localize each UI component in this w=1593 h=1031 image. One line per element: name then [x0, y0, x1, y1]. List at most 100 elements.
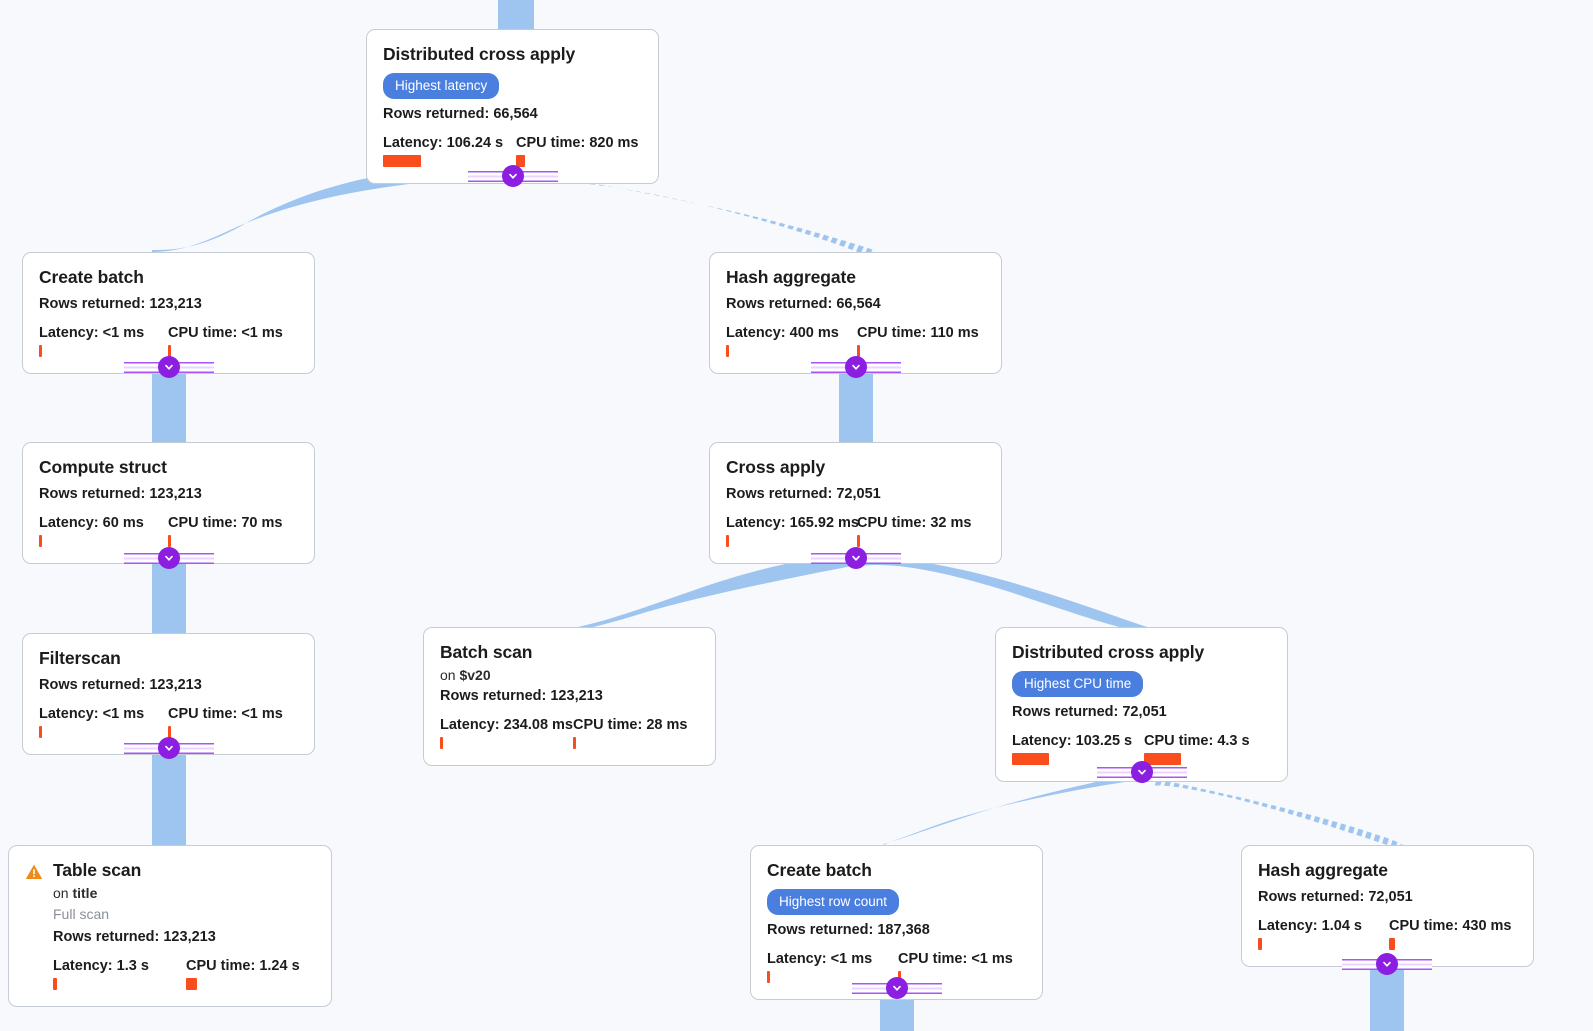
latency-bar: [1012, 753, 1049, 766]
node-metrics: Latency: 60 ms CPU time: 70 ms: [39, 515, 298, 547]
latency-bar: [39, 534, 42, 547]
rows-returned: Rows returned: 123,213: [39, 676, 202, 693]
edge-cross-apply-to-batch-scan: [556, 556, 852, 632]
node-metrics: Latency: 106.24 s CPU time: 820 ms: [383, 135, 642, 168]
rows-returned: Rows returned: 123,213: [39, 485, 202, 502]
toggle-rail-left: [1342, 959, 1378, 970]
plan-node-cross-apply[interactable]: Cross apply Rows returned: 72,051 Latenc…: [709, 442, 1002, 564]
chevron-down-icon[interactable]: [886, 977, 908, 999]
plan-node-table-scan[interactable]: Table scan on title Full scan Rows retur…: [8, 845, 332, 1007]
cpu-bar: [1144, 753, 1181, 766]
plan-node-filterscan[interactable]: Filterscan Rows returned: 123,213 Latenc…: [22, 633, 315, 755]
latency-bar: [39, 344, 42, 357]
toggle-rail-left: [1097, 767, 1133, 778]
node-metrics: Latency: <1 ms CPU time: <1 ms: [39, 325, 298, 357]
toggle-rail-left: [852, 983, 888, 994]
plan-node-create-batch-left[interactable]: Create batch Rows returned: 123,213 Late…: [22, 252, 315, 374]
node-title: Cross apply: [726, 457, 826, 477]
cpu-label: CPU time: 32 ms: [857, 514, 972, 531]
chevron-down-icon[interactable]: [1376, 953, 1398, 975]
node-metrics: Latency: 103.25 s CPU time: 4.3 s: [1012, 733, 1271, 766]
latency-metric: Latency: <1 ms: [39, 706, 168, 738]
chevron-down-icon[interactable]: [158, 547, 180, 569]
status-badge: Highest CPU time: [1012, 670, 1144, 698]
latency-metric: Latency: 400 ms: [726, 325, 857, 357]
toggle-rail-left: [811, 362, 847, 373]
plan-node-create-batch-lower[interactable]: Create batch Highest row count Rows retu…: [750, 845, 1043, 1001]
toggle-rail-right: [1396, 959, 1432, 970]
rows-returned: Rows returned: 123,213: [39, 295, 202, 312]
node-metrics: Latency: 1.3 s CPU time: 1.24 s: [53, 958, 315, 990]
latency-bar: [383, 155, 421, 168]
plan-node-compute-struct[interactable]: Compute struct Rows returned: 123,213 La…: [22, 442, 315, 564]
latency-metric: Latency: 60 ms: [39, 515, 168, 547]
edge-create-batch-lower-outbound: [880, 1000, 914, 1031]
rows-returned: Rows returned: 72,051: [1258, 888, 1413, 905]
cpu-label: CPU time: 820 ms: [516, 135, 639, 152]
chevron-down-icon[interactable]: [1131, 761, 1153, 783]
node-metrics: Latency: 400 ms CPU time: 110 ms: [726, 325, 985, 357]
chevron-down-icon[interactable]: [845, 356, 867, 378]
cpu-metric: CPU time: 4.3 s: [1144, 733, 1250, 766]
latency-metric: Latency: 234.08 ms: [440, 717, 573, 749]
status-badge: Highest latency: [383, 72, 500, 100]
node-title: Distributed cross apply: [1012, 642, 1205, 662]
toggle-rail-left: [468, 171, 504, 182]
node-target: on title: [53, 884, 315, 903]
cpu-metric: CPU time: 32 ms: [857, 515, 971, 547]
node-title: Distributed cross apply: [383, 44, 576, 64]
toggle-rail-right: [522, 171, 558, 182]
rows-returned: Rows returned: 66,564: [383, 106, 538, 123]
latency-label: Latency: 1.04 s: [1258, 917, 1362, 934]
plan-node-batch-scan[interactable]: Batch scan on $v20 Rows returned: 123,21…: [423, 627, 716, 766]
cpu-label: CPU time: <1 ms: [898, 951, 1013, 968]
chevron-down-icon[interactable]: [158, 737, 180, 759]
on-prefix: on: [53, 884, 73, 901]
latency-label: Latency: 1.3 s: [53, 957, 149, 974]
rows-returned: Rows returned: 66,564: [726, 295, 881, 312]
status-badge: Highest row count: [767, 888, 900, 916]
cpu-label: CPU time: <1 ms: [168, 705, 283, 722]
cpu-bar: [168, 344, 171, 357]
toggle-rail-right: [865, 362, 901, 373]
node-title: Hash aggregate: [726, 267, 856, 287]
cpu-metric: CPU time: <1 ms: [898, 951, 1013, 984]
node-target: on $v20: [440, 666, 699, 685]
chevron-down-icon[interactable]: [845, 547, 867, 569]
latency-label: Latency: 103.25 s: [1012, 733, 1133, 750]
node-title: Filterscan: [39, 648, 121, 668]
node-header: Table scan on title Full scan Rows retur…: [25, 860, 315, 990]
cpu-metric: CPU time: <1 ms: [168, 706, 283, 738]
latency-metric: Latency: 165.92 ms: [726, 515, 859, 547]
chevron-down-icon[interactable]: [158, 356, 180, 378]
target-name: $v20: [459, 666, 491, 683]
node-title: Hash aggregate: [1258, 860, 1388, 880]
node-title: Table scan: [53, 860, 142, 880]
toggle-rail-right: [865, 553, 901, 564]
toggle-rail-left: [124, 743, 160, 754]
plan-node-distributed-cross-apply-lower[interactable]: Distributed cross apply Highest CPU time…: [995, 627, 1288, 783]
plan-node-distributed-cross-apply-root[interactable]: Distributed cross apply Highest latency …: [366, 29, 659, 185]
latency-label: Latency: 106.24 s: [383, 135, 504, 152]
chevron-down-icon[interactable]: [502, 165, 524, 187]
cpu-metric: CPU time: 28 ms: [573, 717, 687, 749]
rows-returned: Rows returned: 123,213: [53, 928, 216, 945]
edge-hash-aggregate-lower-outbound: [1370, 966, 1404, 1031]
latency-label: Latency: <1 ms: [39, 705, 145, 722]
latency-metric: Latency: <1 ms: [767, 951, 898, 984]
cpu-metric: CPU time: 70 ms: [168, 515, 282, 547]
on-prefix: on: [440, 666, 460, 683]
node-metrics: Latency: <1 ms CPU time: <1 ms: [767, 951, 1026, 984]
rows-returned: Rows returned: 187,368: [767, 922, 930, 939]
rows-returned: Rows returned: 72,051: [1012, 704, 1167, 721]
toggle-rail-right: [178, 743, 214, 754]
node-header: Distributed cross apply Highest latency: [383, 44, 642, 100]
plan-node-hash-aggregate-lower[interactable]: Hash aggregate Rows returned: 72,051 Lat…: [1241, 845, 1534, 967]
cpu-metric: CPU time: 820 ms: [516, 135, 639, 168]
latency-metric: Latency: 1.04 s: [1258, 918, 1389, 950]
cpu-bar: [168, 725, 171, 738]
edge-root-inbound: [498, 0, 534, 32]
rows-returned: Rows returned: 72,051: [726, 485, 881, 502]
cpu-label: CPU time: 28 ms: [573, 716, 688, 733]
